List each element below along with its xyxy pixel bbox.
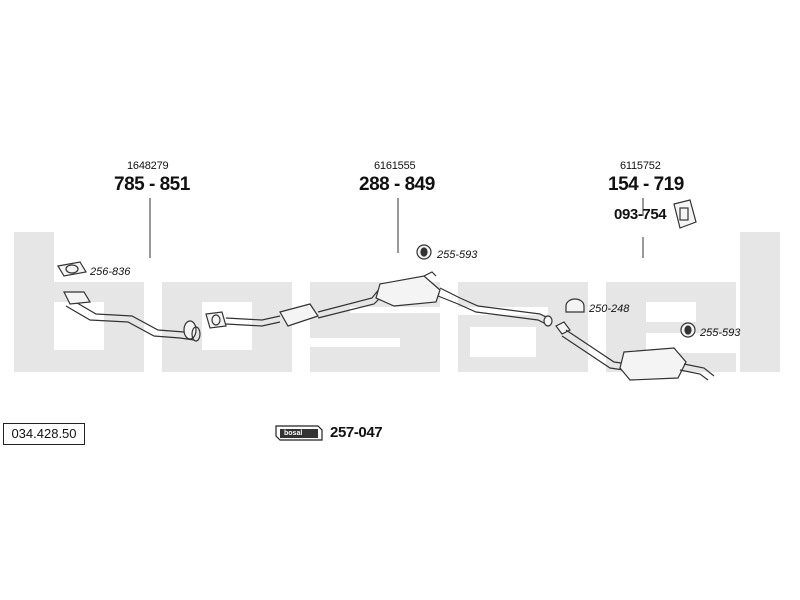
hanger-icon	[673, 199, 697, 229]
mounting-kit-logo: bosal	[284, 430, 303, 437]
flange-icon	[205, 311, 227, 329]
hanger-part-number: 093-754	[614, 206, 667, 223]
mounting-kit-part-number: 257-047	[330, 424, 383, 441]
oem-number: 1648279	[127, 160, 169, 172]
clamp-part-number: 255-593	[437, 249, 478, 261]
clamp-icon	[565, 298, 585, 313]
reference-number: 034.428.50	[3, 423, 85, 445]
oem-number: 6115752	[620, 160, 661, 172]
clamp-part-number: 255-593	[700, 327, 741, 339]
rear-section	[555, 321, 715, 381]
front-pipe	[63, 291, 201, 342]
part-number: 288 - 849	[359, 174, 435, 195]
mounting-kit-icon	[275, 425, 323, 441]
part-number: 154 - 719	[608, 174, 684, 195]
center-section	[225, 271, 553, 327]
gasket-icon	[57, 261, 87, 277]
clamp-icon	[680, 322, 696, 338]
oem-number: 6161555	[374, 160, 416, 172]
part-number: 785 - 851	[114, 174, 190, 195]
gasket-part-number: 256-836	[90, 266, 131, 278]
clamp-part-number: 250-248	[589, 303, 630, 315]
clamp-icon	[416, 244, 432, 260]
